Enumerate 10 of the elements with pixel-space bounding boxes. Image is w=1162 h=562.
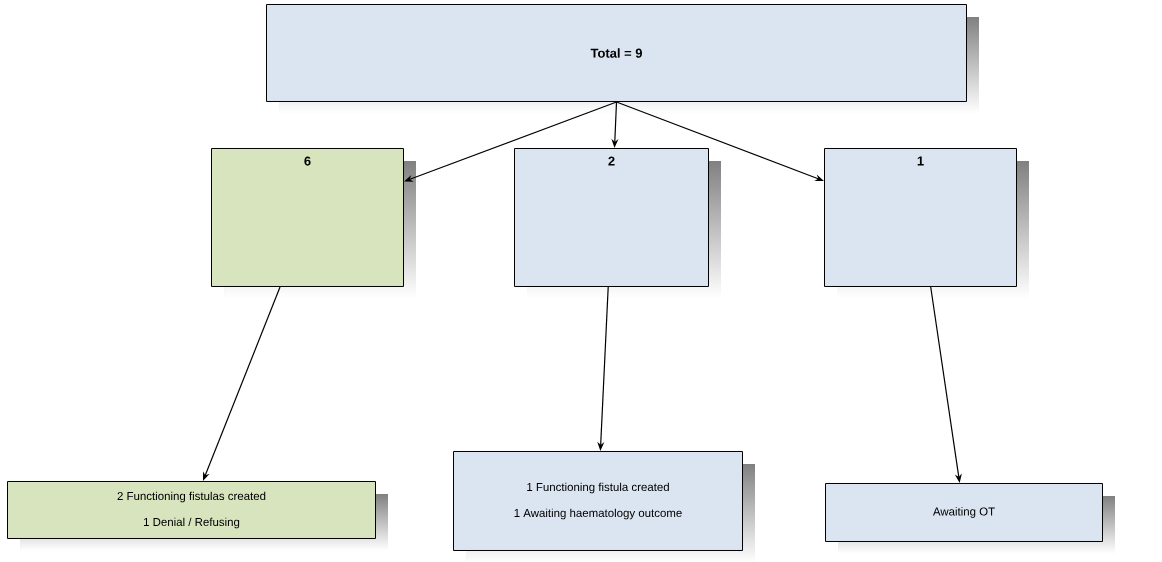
- arrow: [203, 286, 281, 481]
- process-box: 6: [211, 148, 416, 299]
- process-box: 2: [514, 148, 721, 299]
- process-box: 1: [824, 148, 1029, 299]
- process-box: Total = 9: [266, 4, 979, 114]
- arrow: [404, 101, 618, 182]
- arrow: [615, 101, 824, 182]
- process-box: Awaiting OT: [825, 483, 1115, 554]
- process-box: 1 Functioning fistula created 1 Awaiting haematology outcome: [453, 451, 755, 562]
- process-box: 2 Functioning fistulas created 1 Denial / Refusing: [7, 481, 388, 551]
